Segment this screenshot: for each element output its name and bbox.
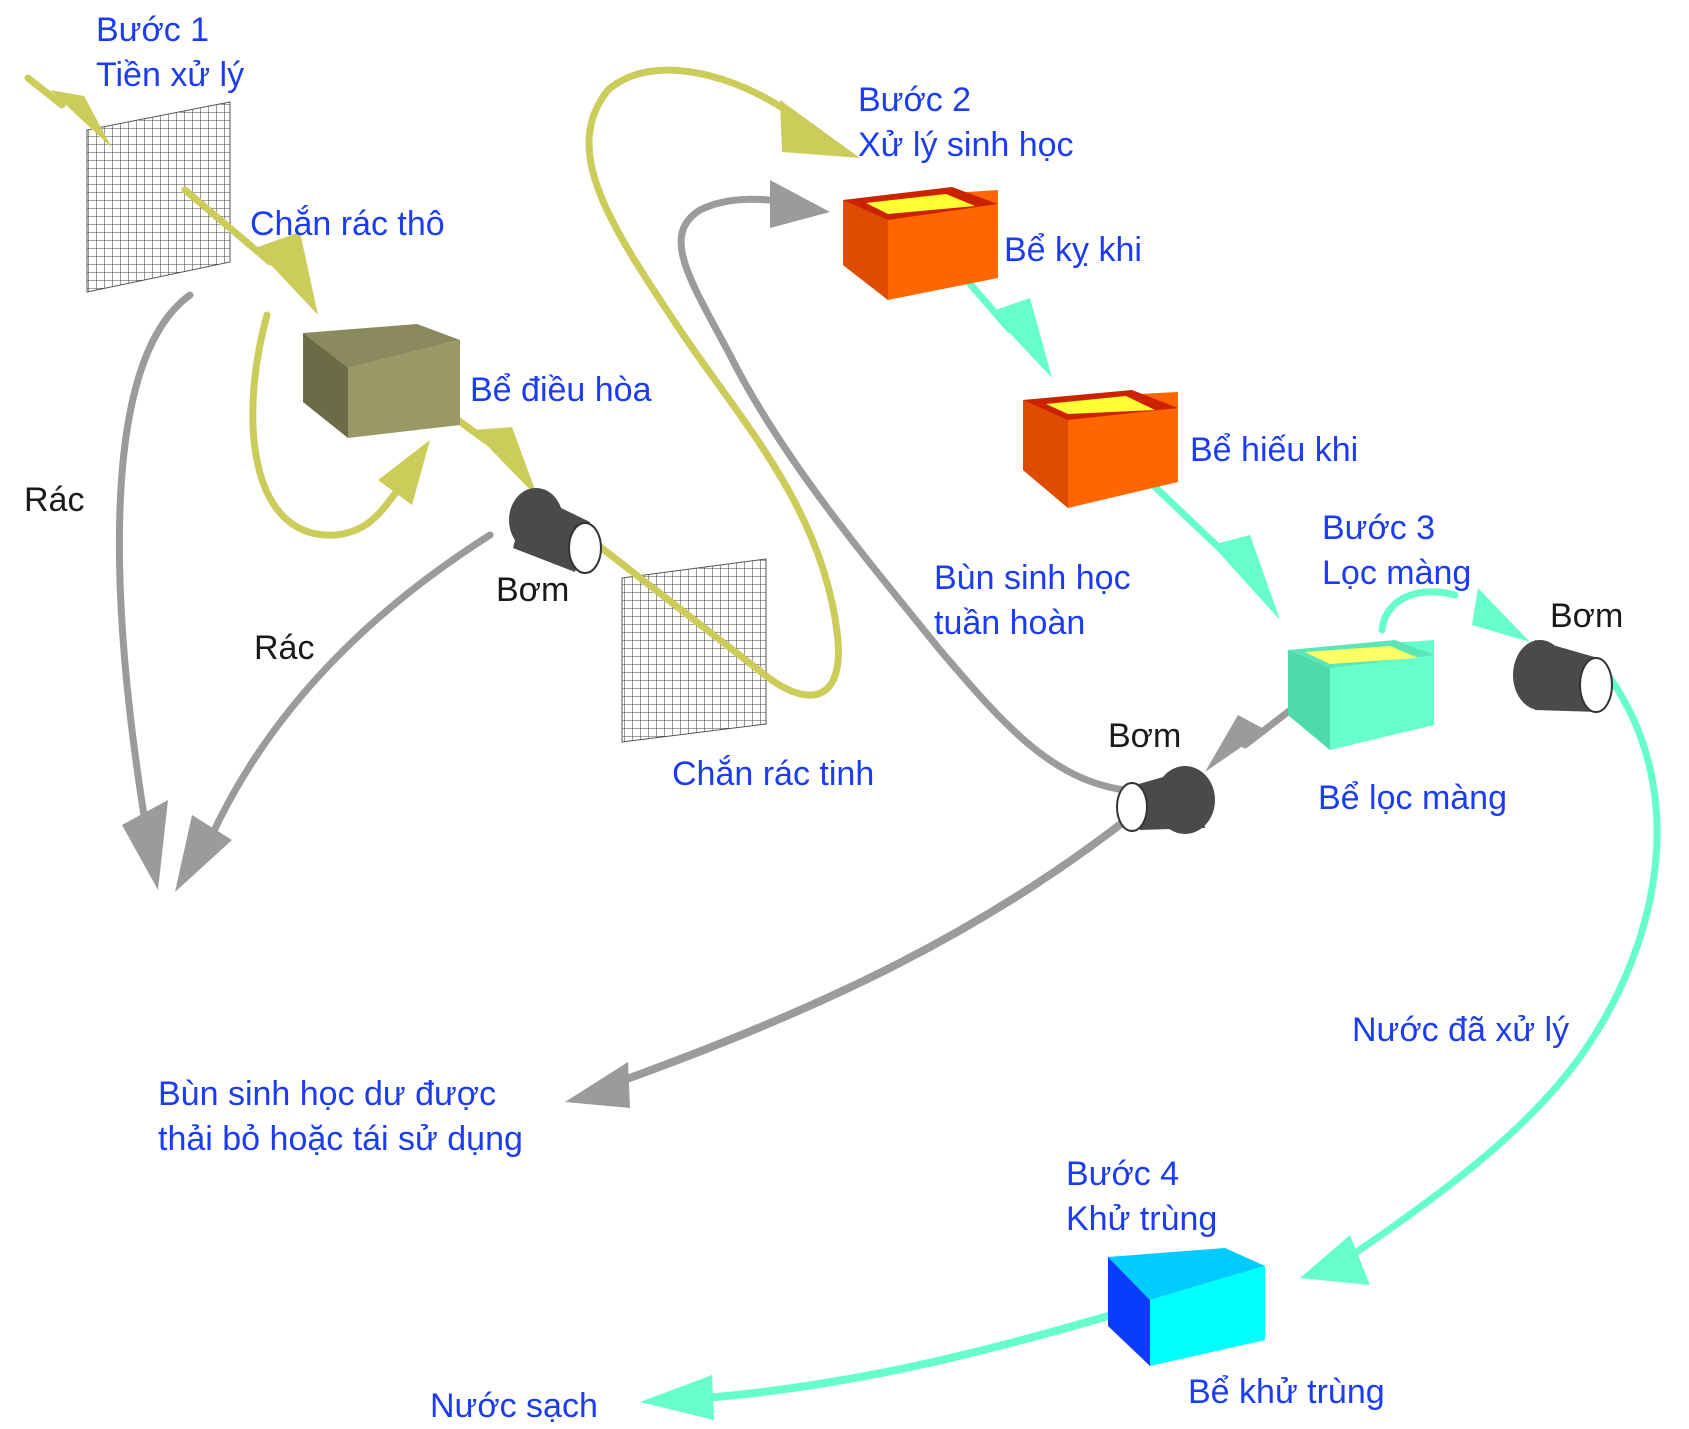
pump-1-label: Bơm <box>496 571 570 609</box>
disinfection-tank <box>1108 1248 1265 1366</box>
step3-label: Bước 3 Lọc màng <box>1322 506 1471 596</box>
step2-label: Bước 2 Xử lý sinh học <box>858 78 1074 168</box>
to-aerobic-arrowhead <box>990 298 1052 378</box>
excess-sludge-label: Bùn sinh học dư được thải bỏ hoặc tái sử… <box>158 1072 523 1162</box>
step2-title: Xử lý sinh học <box>858 126 1074 164</box>
fine-screen <box>621 558 767 743</box>
to-pump2-arrowhead <box>1472 588 1530 642</box>
to-pump3-arrowhead <box>1205 715 1266 772</box>
excess-sludge-line1: Bùn sinh học dư được <box>158 1075 497 1113</box>
recirculation-arrowhead <box>770 180 830 228</box>
anaerobic-tank-label: Bể kỵ khi <box>1004 231 1142 269</box>
excess-sludge-line2: thải bỏ hoặc tái sử dụng <box>158 1120 523 1158</box>
pump-2-label: Bơm <box>1550 597 1624 635</box>
coarse-screen <box>86 101 231 293</box>
aerobic-tank <box>1023 390 1178 508</box>
to-equalization-arrowhead <box>255 232 318 315</box>
step4-number: Bước 4 <box>1066 1155 1180 1193</box>
to-membrane-arrowhead <box>1212 535 1280 620</box>
step4-title: Khử trùng <box>1066 1200 1218 1238</box>
step4-label: Bước 4 Khử trùng <box>1066 1152 1217 1242</box>
disinfection-tank-label: Bể khử trùng <box>1188 1373 1385 1411</box>
membrane-tank <box>1288 640 1434 750</box>
pretreatment-flow <box>24 66 860 699</box>
step1-number: Bước 1 <box>96 11 210 49</box>
clean-water-label: Nước sạch <box>430 1387 598 1425</box>
equalization-tank-label: Bể điều hòa <box>470 371 652 409</box>
loop-arrowhead <box>378 440 430 505</box>
anaerobic-tank <box>843 187 998 300</box>
pump-1 <box>509 488 602 574</box>
pump-3 <box>1116 766 1215 834</box>
coarse-screen-label: Chắn rác thô <box>250 205 445 243</box>
fine-screen-label: Chắn rác tinh <box>672 755 875 793</box>
step1-label: Bước 1 Tiền xử lý <box>96 8 244 98</box>
to-disinfection-arrowhead <box>1300 1235 1370 1285</box>
waste-label-1: Rác <box>24 481 85 519</box>
treated-water-label: Nước đã xử lý <box>1352 1011 1570 1049</box>
waste-arrowhead-1 <box>122 800 168 890</box>
recirculated-sludge-line2: tuần hoàn <box>934 604 1086 642</box>
water-flow <box>640 274 1661 1420</box>
inlet-arrowhead <box>50 90 112 148</box>
step1-title: Tiền xử lý <box>96 56 245 94</box>
pump-2 <box>1513 640 1613 713</box>
waste-label-2: Rác <box>254 629 315 667</box>
step3-number: Bước 3 <box>1322 509 1436 547</box>
membrane-tank-label: Bể lọc màng <box>1318 779 1507 817</box>
step3-title: Lọc màng <box>1322 554 1472 592</box>
excess-sludge-arrowhead <box>565 1062 630 1108</box>
to-step2-arrowhead <box>780 100 860 158</box>
to-pump-arrowhead <box>472 427 538 498</box>
clean-water-arrowhead <box>640 1375 714 1420</box>
waste-arrowhead-2 <box>175 815 232 892</box>
aerobic-tank-label: Bể hiếu khi <box>1190 431 1359 469</box>
pump-3-label: Bơm <box>1108 717 1182 755</box>
step2-number: Bước 2 <box>858 81 972 119</box>
recirculated-sludge-label: Bùn sinh học tuần hoàn <box>934 556 1131 646</box>
sludge-flow <box>115 180 1314 1108</box>
recirculated-sludge-line1: Bùn sinh học <box>934 559 1131 597</box>
equalization-tank <box>303 324 460 438</box>
